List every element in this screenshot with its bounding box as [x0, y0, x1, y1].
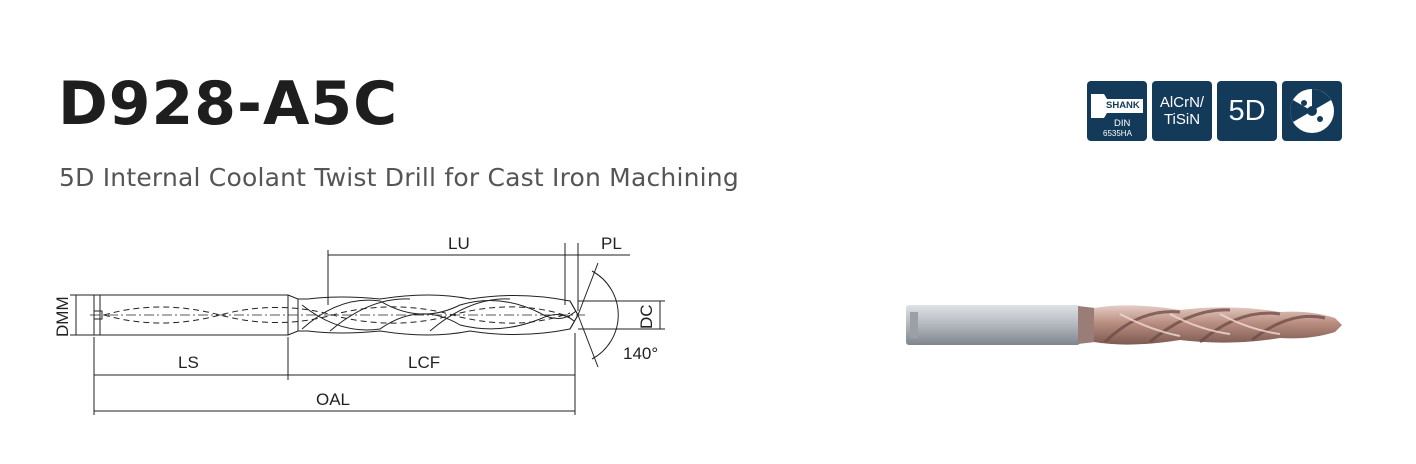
product-description: 5D Internal Coolant Twist Drill for Cast…	[59, 163, 739, 192]
dim-pl-label: PL	[601, 234, 622, 253]
shank-din-label: DIN	[1114, 118, 1131, 129]
dim-dc-label: DC	[637, 304, 656, 329]
coating-badge: AlCrN/ TiSiN	[1152, 81, 1212, 141]
coolant-holes-icon	[1290, 89, 1334, 133]
dim-ls-label: LS	[178, 353, 199, 372]
coolant-badge	[1282, 81, 1342, 141]
shank-badge: SHANK DIN 6535HA	[1087, 81, 1147, 141]
shank-icon	[1091, 94, 1143, 118]
photo-shank	[906, 305, 1080, 345]
feature-badges: SHANK DIN 6535HA AlCrN/ TiSiN 5D	[1087, 81, 1342, 141]
shank-standard-label: 6535HA	[1103, 129, 1132, 138]
dim-lu-label: LU	[448, 234, 470, 253]
dim-dmm-label: DMM	[53, 296, 72, 337]
dim-lcf-label: LCF	[408, 353, 440, 372]
depth-badge: 5D	[1217, 81, 1277, 141]
coating-line-2: TiSiN	[1163, 111, 1201, 128]
product-code: D928-A5C	[58, 69, 399, 139]
photo-coated-flutes	[1094, 305, 1342, 345]
drill-photo	[906, 305, 1342, 345]
shank-label: SHANK	[1106, 100, 1140, 111]
dim-oal-label: OAL	[316, 390, 350, 409]
coating-line-1: AlCrN/	[1159, 93, 1205, 111]
depth-label: 5D	[1228, 94, 1266, 127]
technical-drawing: LU PL DMM DC 140° LS LCF OAL	[53, 234, 665, 415]
dim-angle-label: 140°	[623, 344, 658, 363]
